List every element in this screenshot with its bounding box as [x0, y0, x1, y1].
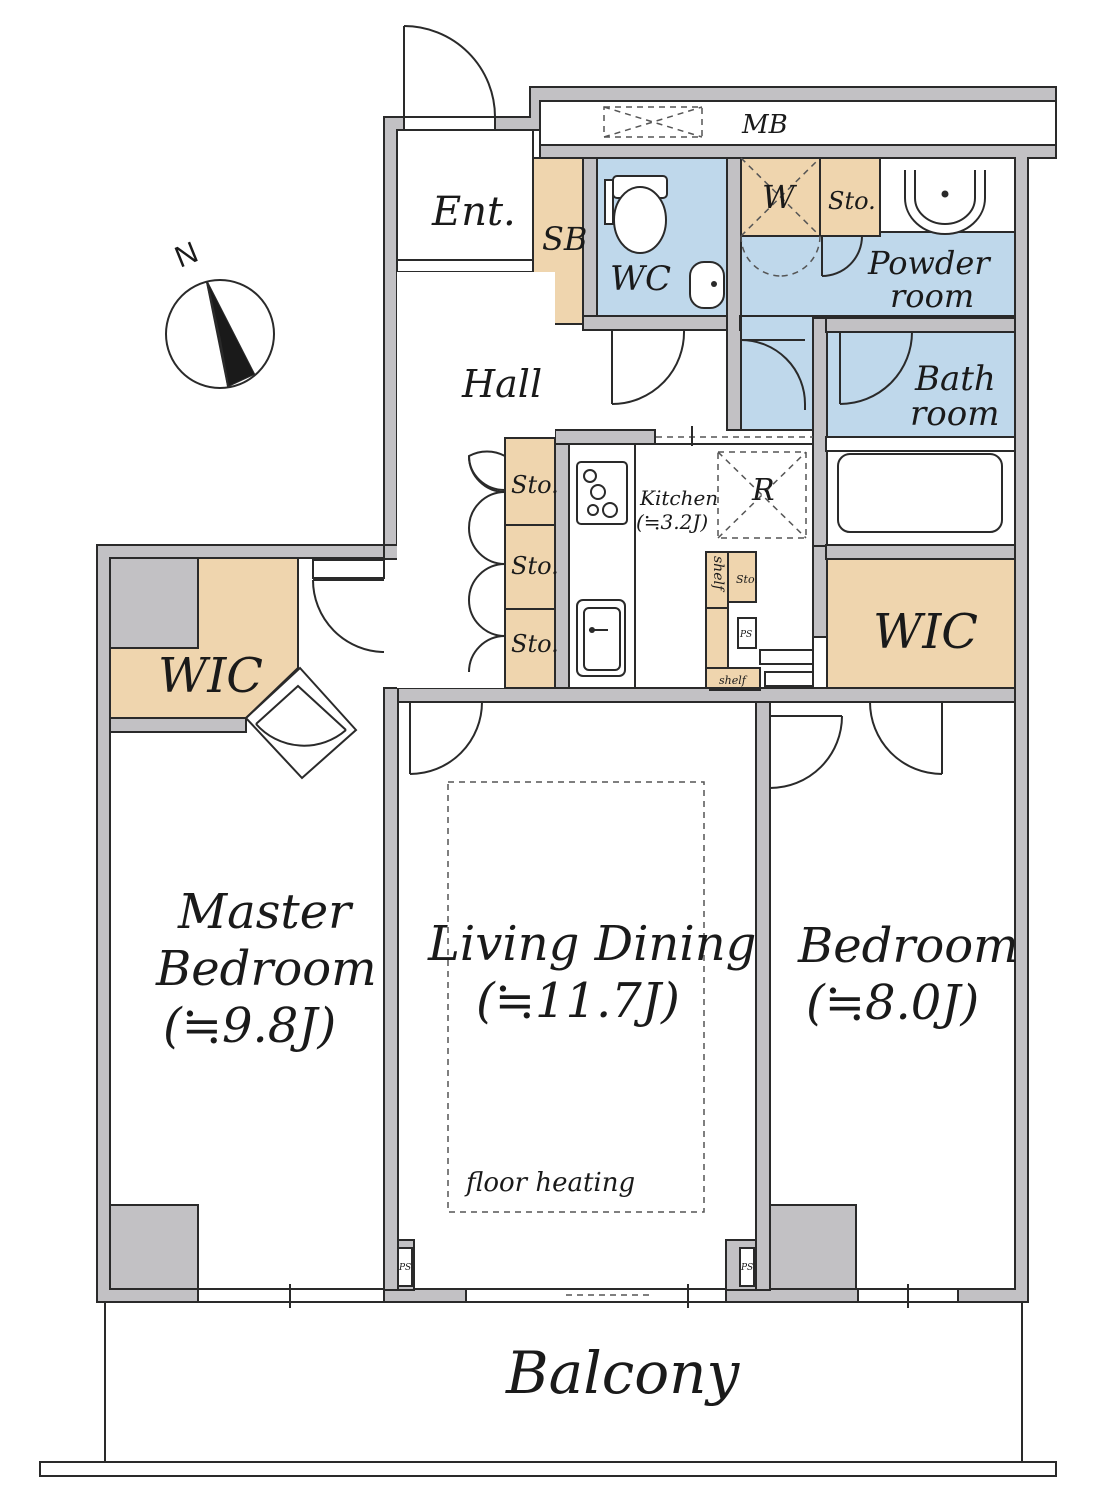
hall-storage-label-1: Sto. [511, 471, 559, 499]
left-wic-label: WIC [158, 648, 263, 704]
living-label-1: Living Dining [427, 916, 756, 972]
refrigerator-label: R [751, 473, 775, 508]
master-window [197, 1284, 385, 1308]
kitchen-shelf-label-1: shelf [710, 556, 726, 593]
bath-room: Bath room [826, 331, 1016, 546]
kitchen-label-2: (≒3.2J) [636, 510, 708, 534]
wc-label: WC [610, 259, 671, 299]
floor-heating-label: floor heating [464, 1168, 635, 1198]
master-bedroom-door[interactable] [312, 559, 385, 653]
kitchen-storage-label: Sto. [736, 573, 758, 586]
washer-doors [740, 235, 821, 277]
front-door[interactable] [403, 25, 496, 131]
powder-room-label-2: room [890, 277, 974, 315]
master-label-1: Master [177, 884, 354, 940]
left-wic-door[interactable] [244, 666, 358, 780]
right-wic-label: WIC [873, 604, 978, 660]
master-label-2: Bedroom [155, 941, 377, 997]
meter-box: MB [539, 100, 1057, 146]
hall: Hall Sto. Sto. Sto. [397, 272, 559, 689]
living-door[interactable] [409, 701, 483, 775]
hall-label: Hall [461, 362, 542, 406]
hall-storage-label-2: Sto. [511, 552, 559, 580]
bedroom-door[interactable] [769, 715, 843, 789]
north-arrow-icon: N [165, 236, 275, 389]
master-bedroom: Master Bedroom (≒9.8J) [155, 559, 385, 1308]
wc-room: WC [596, 157, 728, 405]
north-letter: N [170, 236, 202, 275]
balcony [39, 1302, 1057, 1477]
kitchen: Kitchen (≒3.2J) R shelf Sto. shelf PS [568, 426, 814, 689]
bathtub [837, 453, 1003, 533]
mb-label: MB [741, 110, 788, 140]
balcony-label: Balcony [505, 1339, 741, 1407]
living-window [465, 1284, 727, 1308]
powder-storage [819, 157, 881, 237]
left-wic: WIC [109, 557, 358, 780]
bath-room-label-2: room [910, 394, 999, 434]
bedroom-window [857, 1284, 959, 1308]
living-dining: Living Dining (≒11.7J) floor heating PS … [397, 701, 756, 1308]
bath-door[interactable] [839, 331, 913, 405]
ps-label-kitchen: PS [739, 630, 752, 640]
toilet-bowl [613, 186, 667, 254]
hall-storage-label-3: Sto. [511, 630, 559, 658]
refrigerator-space [717, 451, 807, 539]
floor-heating-area [447, 781, 705, 1213]
master-label-3: (≒9.8J) [163, 998, 336, 1054]
bedroom-label-1: Bedroom [797, 918, 1019, 974]
hall-storage-doors[interactable] [467, 450, 506, 673]
hall-storage-3 [504, 608, 556, 689]
right-wic-door[interactable] [869, 701, 943, 775]
kitchen-storage [727, 551, 757, 603]
living-label-2: (≒11.7J) [476, 973, 680, 1029]
wc-door[interactable] [611, 329, 686, 405]
kitchen-label-1: Kitchen [639, 486, 718, 510]
bedroom: Bedroom (≒8.0J) [769, 701, 1019, 1308]
right-wic: WIC [826, 558, 1016, 689]
ps-label-living-right: PS [740, 1263, 753, 1273]
kitchen-shelf-2 [705, 607, 729, 669]
wc-handbasin [689, 261, 725, 309]
ps-label-living-left: PS [398, 1263, 411, 1273]
shoe-box-label: SB [542, 220, 587, 258]
powder-room-door[interactable] [740, 339, 806, 410]
washer-label: W [762, 178, 798, 216]
powder-room: W Sto. Powder room [740, 157, 1016, 431]
bedroom-label-2: (≒8.0J) [806, 975, 979, 1031]
powder-room-label-1: Powder [867, 244, 991, 282]
bath-room-label-1: Bath [914, 359, 996, 399]
powder-storage-label: Sto. [828, 187, 876, 215]
entrance: Ent. [396, 25, 534, 273]
entrance-label: Ent. [431, 189, 516, 235]
kitchen-shelf-label-2: shelf [719, 674, 748, 687]
powder-storage-door[interactable] [821, 235, 863, 277]
